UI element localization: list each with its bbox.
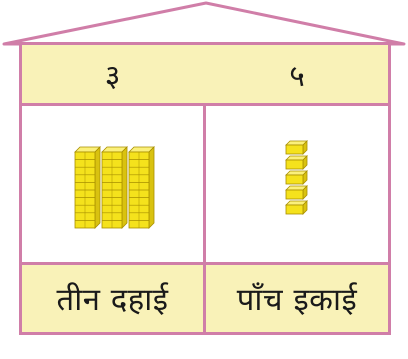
tens-rod bbox=[101, 146, 128, 229]
unit-cube bbox=[285, 185, 308, 200]
middle-divider bbox=[203, 104, 206, 335]
unit-cube bbox=[285, 200, 308, 215]
unit-cube bbox=[285, 140, 308, 155]
tens-label: तीन दहाई bbox=[56, 281, 169, 318]
tens-rod bbox=[74, 146, 101, 229]
ones-digit: ५ bbox=[289, 58, 305, 94]
right-border bbox=[388, 42, 391, 335]
ones-label: पाँच इकाई bbox=[236, 281, 358, 318]
left-border bbox=[19, 42, 22, 335]
unit-cube bbox=[285, 170, 308, 185]
tens-digit: ३ bbox=[104, 58, 121, 94]
unit-cube bbox=[285, 155, 308, 170]
header-band bbox=[20, 44, 390, 104]
tens-rod bbox=[128, 146, 155, 229]
top-border bbox=[20, 42, 390, 45]
tens-rods-group bbox=[74, 146, 155, 229]
unit-cubes-group bbox=[285, 140, 308, 215]
